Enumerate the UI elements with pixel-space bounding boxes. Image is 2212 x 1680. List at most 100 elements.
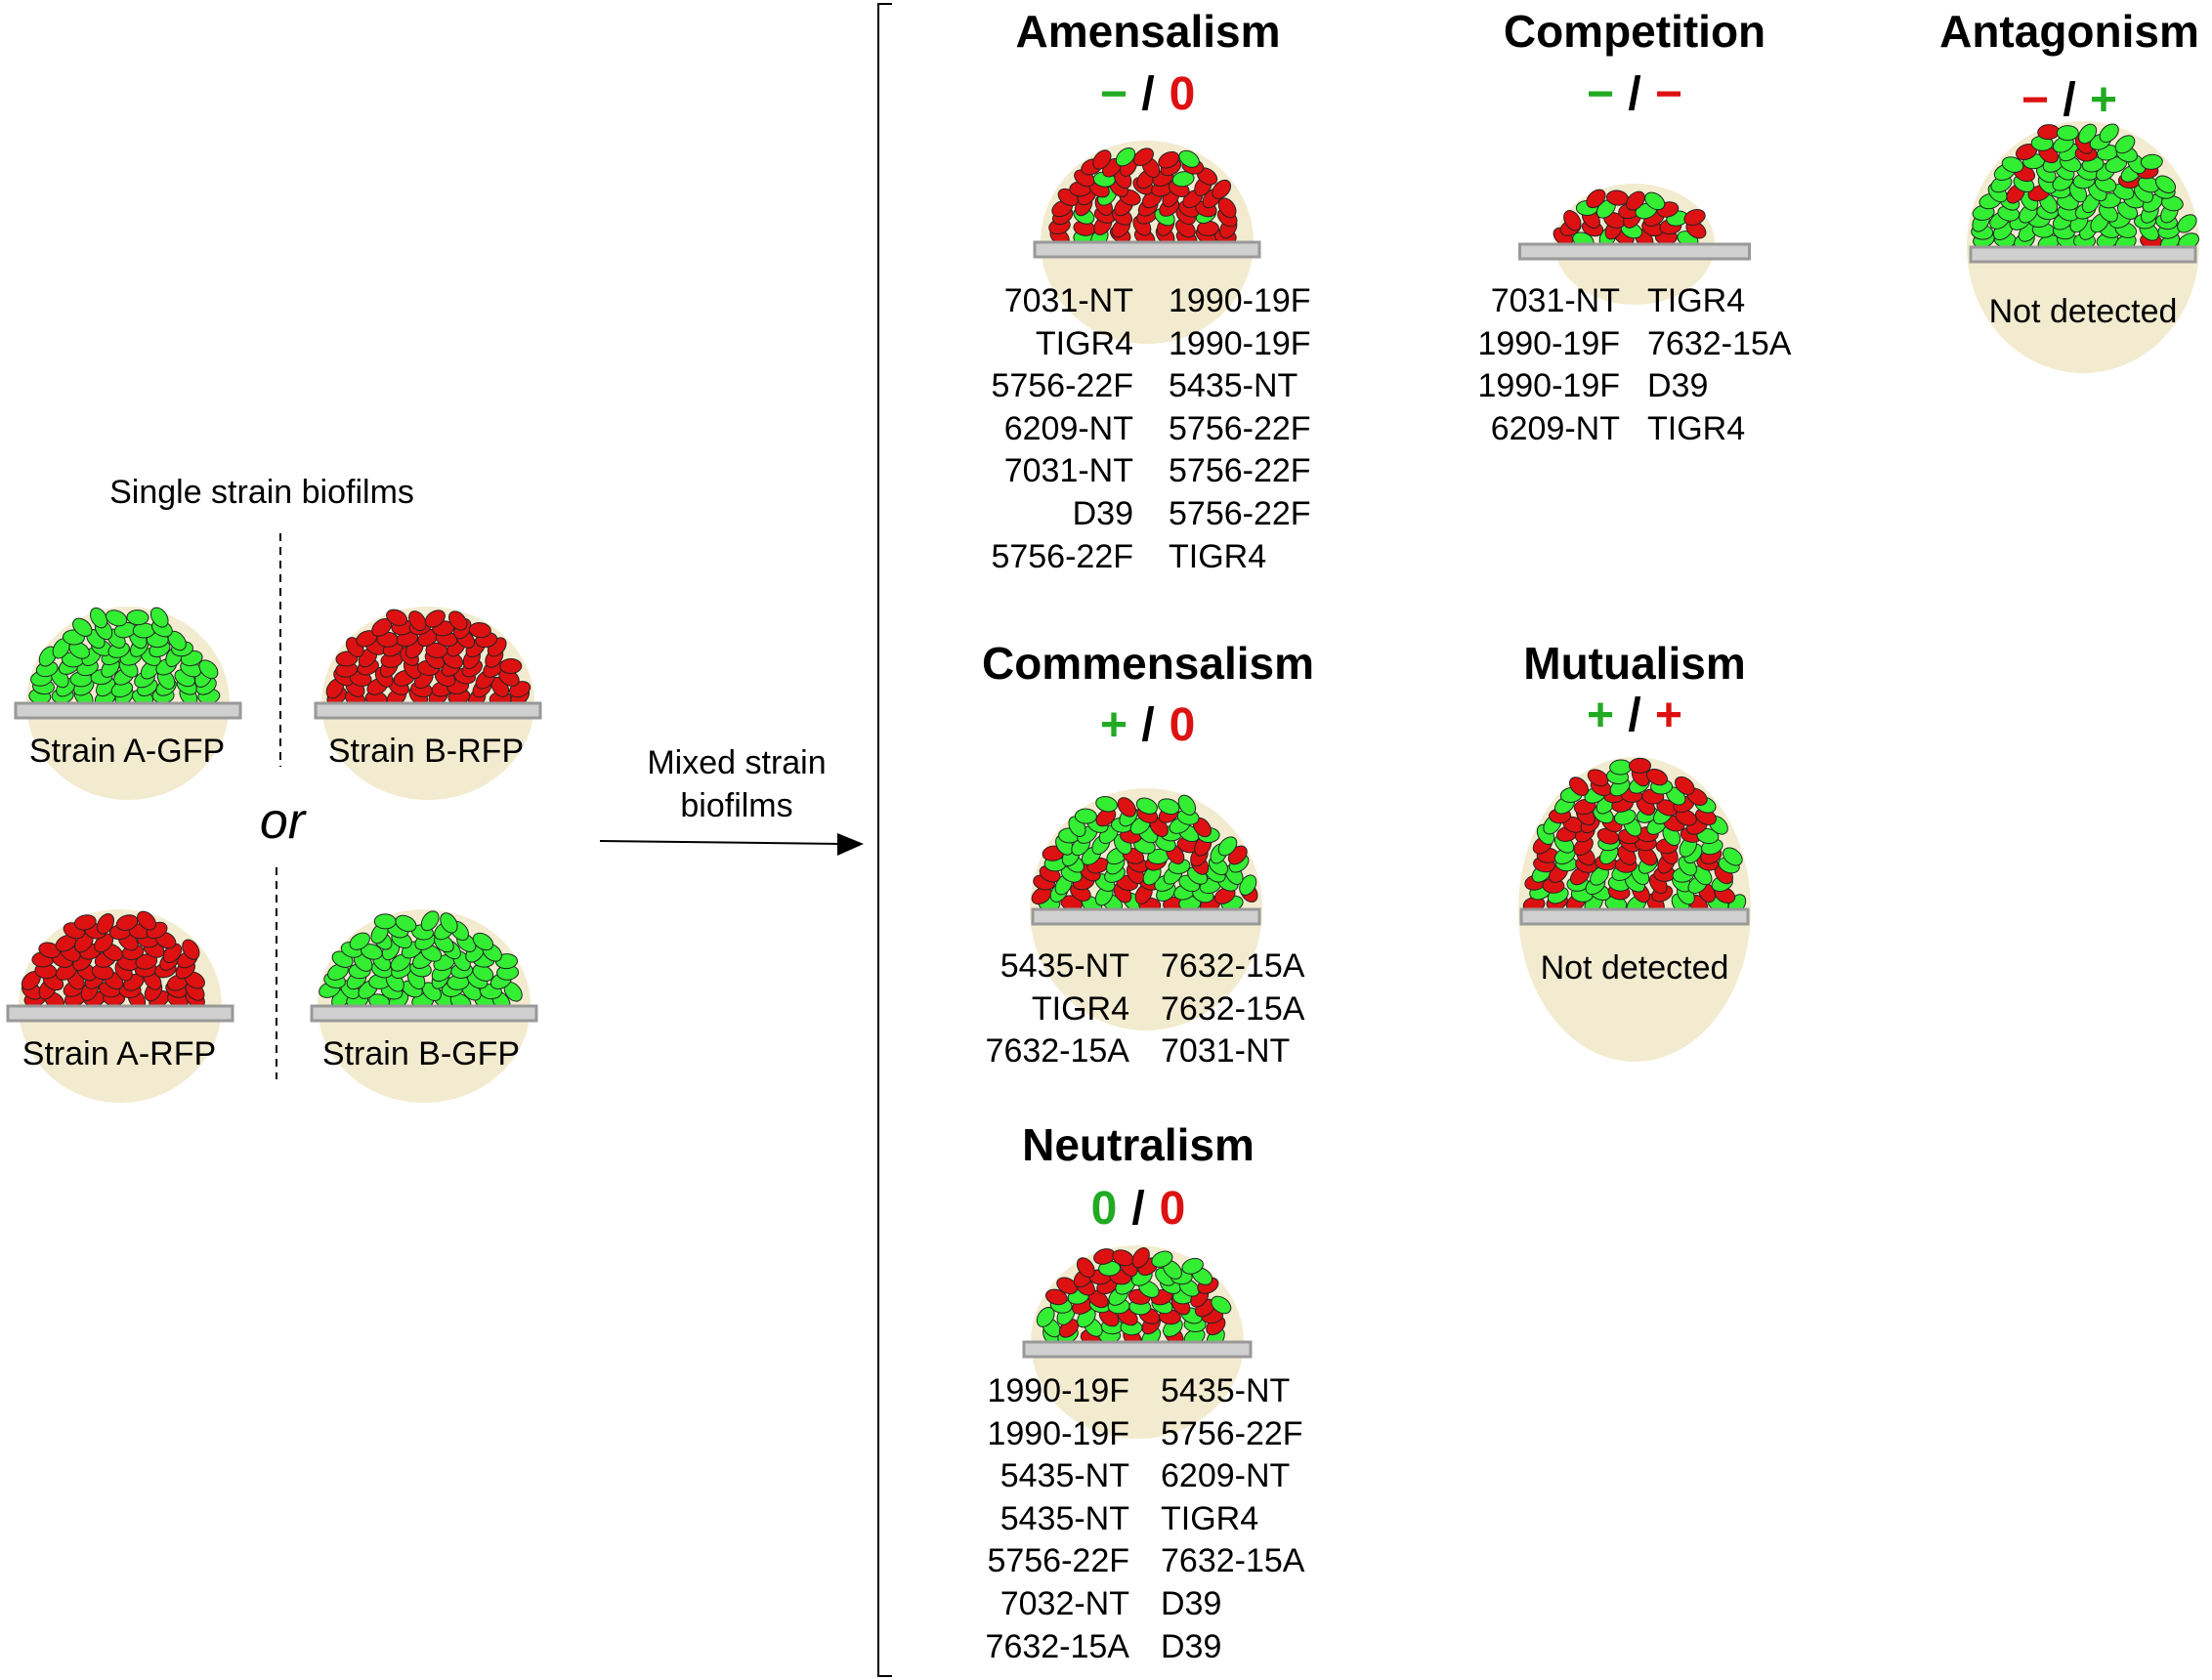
bacterial-cell (1217, 197, 1237, 219)
biofilm-cells (1971, 123, 2199, 252)
bacterial-cell (1586, 189, 1606, 209)
effect-symbol: + (1655, 690, 1682, 741)
section-title: Mutualism (1523, 638, 1745, 689)
bacterial-cell (1171, 171, 1195, 188)
strain-a-id: 7031-NT (1003, 282, 1133, 319)
bacterial-cell (1076, 1257, 1095, 1279)
label-strain-a-gfp: Strain A-GFP (29, 733, 225, 770)
strain-b-id: 5435-NT (1169, 367, 1298, 405)
bacterial-cell (2001, 156, 2024, 173)
strain-b-id: 6209-NT (1161, 1457, 1291, 1495)
bacterial-cell (1563, 210, 1582, 231)
strain-a-id: 1990-19F (1477, 324, 1620, 362)
biofilm-cells (1522, 757, 1747, 915)
strain-b-id: TIGR4 (1161, 1499, 1259, 1537)
bacterial-cell (424, 609, 446, 628)
bacterial-cell (73, 914, 97, 931)
strain-b-id: 7632-15A (1161, 947, 1305, 985)
bacterial-cell (1683, 209, 1706, 226)
bacterial-cell (448, 610, 468, 631)
bacterial-cell (1115, 147, 1136, 167)
effect-symbol: / (1628, 68, 1640, 120)
bacterial-cell (149, 607, 169, 628)
bacterial-cell (1626, 190, 1645, 211)
strain-b-id: 5756-22F (1169, 409, 1311, 447)
bacterial-cell (1151, 1250, 1173, 1268)
biofilm-commensalism (1030, 788, 1262, 1030)
substrate (310, 1004, 538, 1023)
bacterial-cell (105, 609, 128, 627)
biofilm-cells (319, 910, 523, 1012)
strain-a-id: 7632-15A (985, 1627, 1129, 1665)
bacterial-cell (90, 607, 108, 629)
strain-b-id: 5756-22F (1161, 1414, 1303, 1452)
biofilm-strain-a-gfp (14, 607, 242, 800)
arrow-label-line2: biofilms (680, 787, 792, 824)
substrate (314, 701, 542, 720)
strain-a-id: 5435-NT (1000, 1499, 1129, 1537)
effect-symbol: + (1100, 699, 1127, 751)
or-label: or (260, 793, 308, 850)
strain-b-id: 5756-22F (1169, 452, 1311, 490)
section-antagonism: Antagonism −/+ Not detected (1939, 6, 2199, 373)
bacterial-cell (2177, 214, 2197, 233)
strain-a-id: 1990-19F (1477, 367, 1620, 405)
strain-a-id: 5435-NT (1000, 1457, 1129, 1495)
substrate (14, 701, 242, 720)
section-competition: Competition −/− (1504, 6, 1765, 305)
bacterial-cell (1629, 757, 1651, 774)
section-title: Commensalism (982, 638, 1314, 689)
effect-symbol: / (1131, 1183, 1144, 1235)
bacterial-cell (2140, 153, 2163, 170)
substrate (1022, 1340, 1253, 1359)
strain-a-id: 1990-19F (987, 1372, 1129, 1409)
bracket (877, 3, 892, 1677)
strain-a-id: 7632-15A (985, 1032, 1129, 1071)
bacterial-cell (1722, 847, 1743, 866)
biofilm-strain-b-rfp (314, 607, 542, 800)
label-strain-b-rfp: Strain B-RFP (328, 733, 524, 770)
biofilm-amensalism (1033, 141, 1261, 344)
substrate (6, 1004, 234, 1023)
effect-symbol: / (1141, 68, 1154, 120)
not-detected-note: Not detected (1541, 949, 1729, 987)
strain-b-id: D39 (1161, 1627, 1222, 1665)
bacterial-cell (2056, 125, 2079, 142)
strain-a-id: 5756-22F (987, 1542, 1129, 1580)
strain-b-id: 7632-15A (1161, 989, 1305, 1028)
strain-a-id: 6209-NT (1003, 409, 1133, 447)
bacterial-cell (1044, 1288, 1068, 1306)
effect-symbol: + (2090, 74, 2117, 126)
bacterial-cell (1092, 149, 1112, 170)
bacterial-cell (132, 622, 155, 639)
substrate (1969, 245, 2197, 264)
bacterial-cell (1696, 827, 1720, 845)
bacterial-cell (386, 609, 408, 626)
bacterial-cell (1181, 1257, 1204, 1275)
bacterial-cell (182, 939, 200, 960)
section-commensalism: Commensalism +/0 (982, 638, 1314, 1030)
bacterial-cell (1178, 149, 1200, 168)
bacterial-cell (2078, 123, 2098, 145)
effect-symbol: / (1141, 699, 1154, 751)
bacterial-cell (1158, 798, 1180, 816)
section-title: Competition (1504, 6, 1765, 57)
bacterial-cell (499, 657, 523, 675)
mixing-arrow-shaft (599, 840, 843, 845)
mixing-arrow-head (837, 833, 864, 856)
bacterial-cell (1135, 797, 1158, 815)
bacterial-cell (1217, 836, 1238, 857)
bacterial-cell (468, 622, 491, 639)
bacterial-cell (1158, 150, 1180, 169)
bacterial-cell (1587, 769, 1609, 787)
label-strain-a-rfp: Strain A-RFP (22, 1035, 216, 1072)
bacterial-cell (72, 617, 93, 637)
bacterial-cell (2154, 175, 2177, 193)
biofilm-cells (28, 607, 221, 707)
bacterial-cell (395, 914, 417, 933)
strain-b-id: 1990-19F (1169, 324, 1311, 362)
bacterial-cell (38, 942, 61, 959)
bacterial-cell (1211, 1295, 1232, 1315)
bacterial-cell (1095, 808, 1117, 827)
substrate (1518, 242, 1751, 261)
